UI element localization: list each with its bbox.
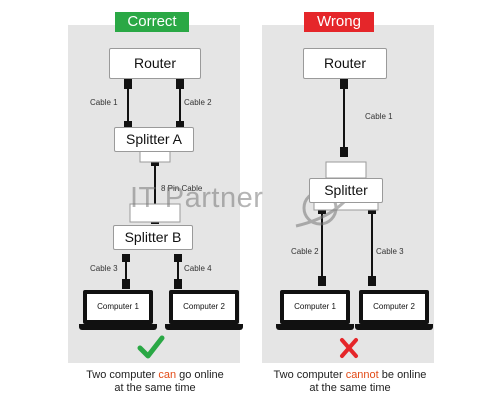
computer-2-label-left: Computer 2 xyxy=(173,294,235,320)
x-icon xyxy=(340,338,358,358)
cable-1-label-left: Cable 1 xyxy=(90,98,118,107)
computer-1-right: Computer 1 xyxy=(276,290,354,332)
router-right: Router xyxy=(303,48,387,79)
splitter-right: Splitter xyxy=(309,178,383,203)
computer-1-label-left: Computer 1 xyxy=(87,294,149,320)
watermark: IT Partner xyxy=(130,182,264,214)
computer-2-left: Computer 2 xyxy=(165,290,243,332)
check-icon xyxy=(137,335,165,359)
splitter-b: Splitter B xyxy=(113,225,193,250)
computer-2-label-right: Computer 2 xyxy=(363,294,425,320)
cable-3-label-left: Cable 3 xyxy=(90,264,118,273)
caption-wrong: Two computer cannot be online at the sam… xyxy=(273,369,427,394)
cable-4-label-left: Cable 4 xyxy=(184,264,212,273)
correct-label: Correct xyxy=(115,12,189,32)
cable-3-label-right: Cable 3 xyxy=(376,247,404,256)
splitter-a: Splitter A xyxy=(114,127,194,152)
pin-cable-label: 8 Pin Cable xyxy=(161,184,203,193)
cable-2-label-right: Cable 2 xyxy=(291,247,319,256)
caption-correct: Two computer can go online at the same t… xyxy=(86,369,224,394)
cable-1-label-right: Cable 1 xyxy=(365,112,393,121)
cable-2-label-left: Cable 2 xyxy=(184,98,212,107)
wrong-label: Wrong xyxy=(304,12,374,32)
computer-2-right: Computer 2 xyxy=(355,290,433,332)
computer-1-label-right: Computer 1 xyxy=(284,294,346,320)
computer-1-left: Computer 1 xyxy=(79,290,157,332)
router-left: Router xyxy=(109,48,201,79)
